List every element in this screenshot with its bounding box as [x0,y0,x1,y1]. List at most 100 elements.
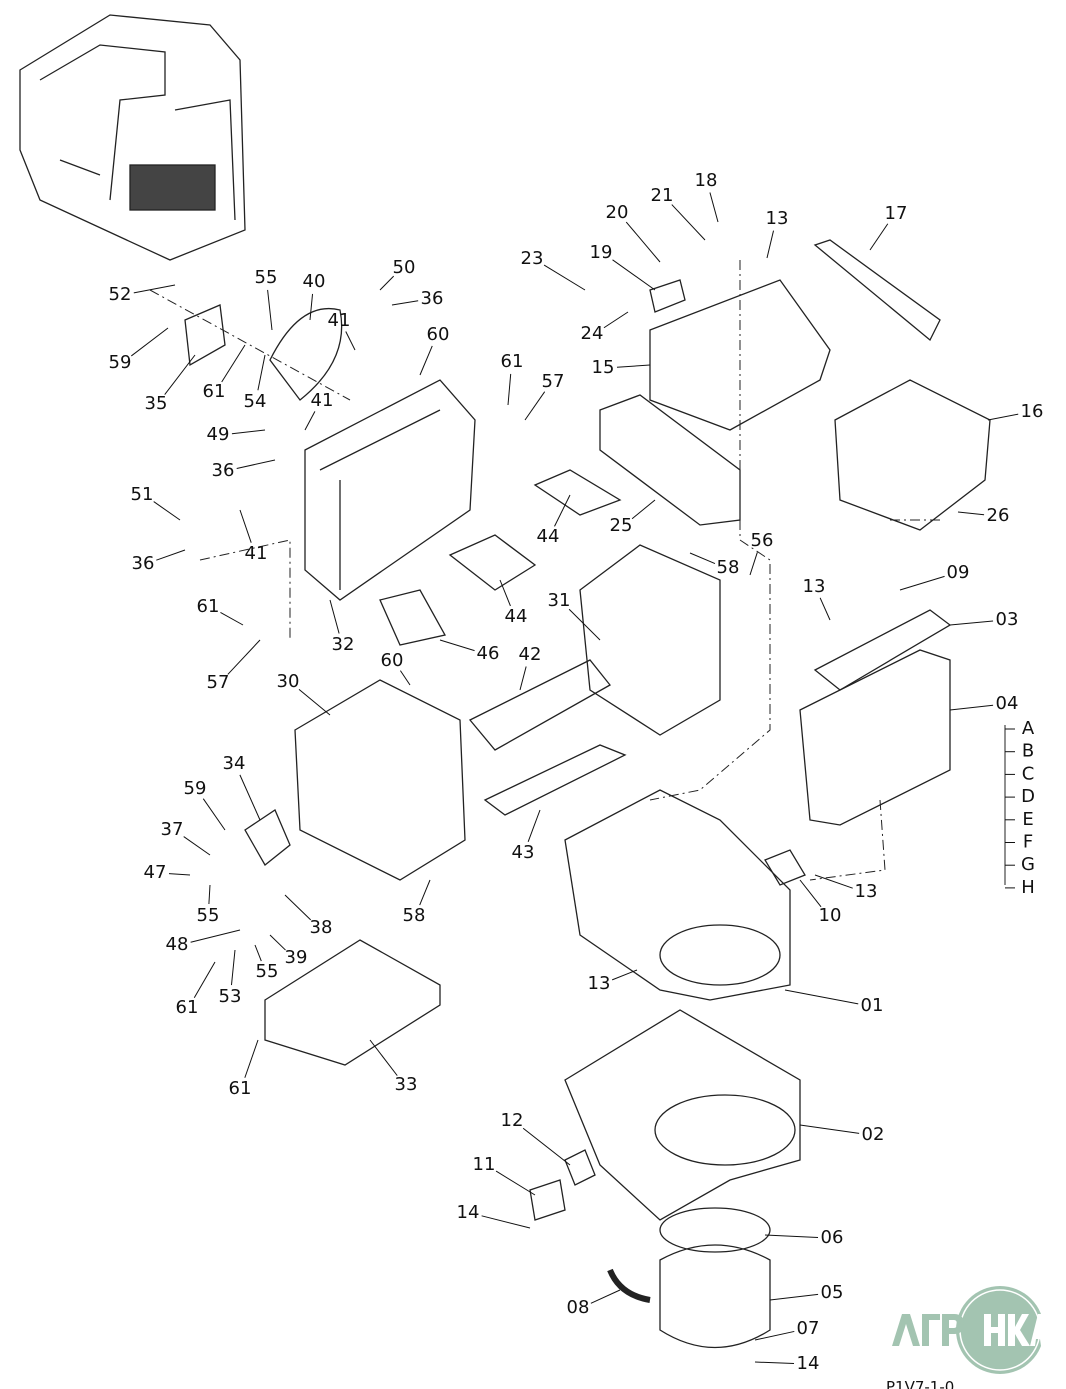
leader-line [957,511,985,516]
leader-line [799,879,822,908]
case-32 [304,379,476,601]
callout-47: 47 [144,862,167,883]
bracket-03 [813,609,952,691]
callout-57: 57 [542,371,565,392]
variant-G: G [1021,854,1035,875]
callout-60: 60 [427,324,450,345]
leader-line [221,344,246,383]
leader-line [754,1330,795,1341]
leader-line [524,391,546,421]
callout-14: 14 [457,1202,480,1223]
leader-line [156,549,186,561]
assembly-line [649,260,771,801]
leader-line [709,192,719,223]
variant-F: F [1023,832,1033,853]
leader-line [689,552,716,565]
callout-20: 20 [606,202,629,223]
blower-case-02 [564,1009,801,1221]
callout-42: 42 [519,644,542,665]
callout-41: 41 [328,310,351,331]
callout-36: 36 [132,553,155,574]
leader-line [304,411,316,431]
callout-58: 58 [403,905,426,926]
callout-24: 24 [581,323,604,344]
leader-line [399,670,411,686]
leader-line [899,575,945,591]
leader-line [987,413,1019,421]
callout-36: 36 [421,288,444,309]
evaporator-04 [799,649,951,826]
callout-36: 36 [212,460,235,481]
callout-07: 07 [797,1318,820,1339]
callout-55: 55 [197,905,220,926]
callout-60: 60 [381,650,404,671]
filter-17 [813,239,941,342]
callout-61: 61 [197,596,220,617]
callout-48: 48 [166,934,189,955]
logo-lettering-o [966,1326,986,1358]
leader-line [799,1124,860,1134]
leader-line [439,639,475,652]
leader-line [183,836,211,856]
leader-line [499,579,511,607]
callout-53: 53 [219,986,242,1007]
callout-55: 55 [256,961,279,982]
leader-line [267,289,273,331]
callout-21: 21 [651,185,674,206]
leader-line [202,798,226,831]
callout-30: 30 [277,671,300,692]
leader-line [766,230,775,259]
part-12 [564,1149,596,1186]
callout-12: 12 [501,1110,524,1131]
leader-line [814,874,853,889]
callout-02: 02 [862,1124,885,1145]
part-34 [244,809,291,866]
leader-line [671,204,706,241]
leader-line [230,949,236,986]
leader-line [612,259,656,291]
leader-line [819,597,831,621]
leader-line [190,929,241,943]
fan-06 [659,1207,771,1253]
leader-line [949,704,994,711]
leader-line [603,311,629,329]
leader-line [419,345,433,376]
leader-line [869,223,889,251]
leader-line [254,944,262,962]
part-10 [764,849,806,886]
logo-lettering [892,1314,964,1346]
leader-line [419,879,431,906]
callout-34: 34 [223,753,246,774]
callout-44: 44 [537,526,560,547]
callout-39: 39 [285,947,308,968]
assembly-line [809,519,940,881]
callout-54: 54 [244,391,267,412]
leader-line [519,666,527,691]
callout-41: 41 [245,543,268,564]
leader-line [590,1289,621,1304]
part-44b [448,534,537,591]
callout-06: 06 [821,1227,844,1248]
assembly-line [149,289,351,640]
callout-13: 13 [803,576,826,597]
drawing-code: P1V7-1-0 [886,1378,955,1389]
callout-55: 55 [255,267,278,288]
part-46 [379,589,446,646]
variant-H: H [1021,877,1035,898]
logo-lettering-nka [984,1314,1048,1346]
leader-line [379,275,395,291]
callout-59: 59 [184,778,207,799]
callout-16: 16 [1021,401,1044,422]
blower-ring-02 [654,1094,796,1166]
part-outlines [19,14,1006,1349]
callout-25: 25 [610,515,633,536]
variant-D: D [1021,786,1035,807]
part-08 [607,1268,651,1303]
callout-13: 13 [766,208,789,229]
callout-09: 09 [947,562,970,583]
leader-line [257,354,266,391]
variant-B: B [1022,741,1034,762]
callout-49: 49 [207,424,230,445]
